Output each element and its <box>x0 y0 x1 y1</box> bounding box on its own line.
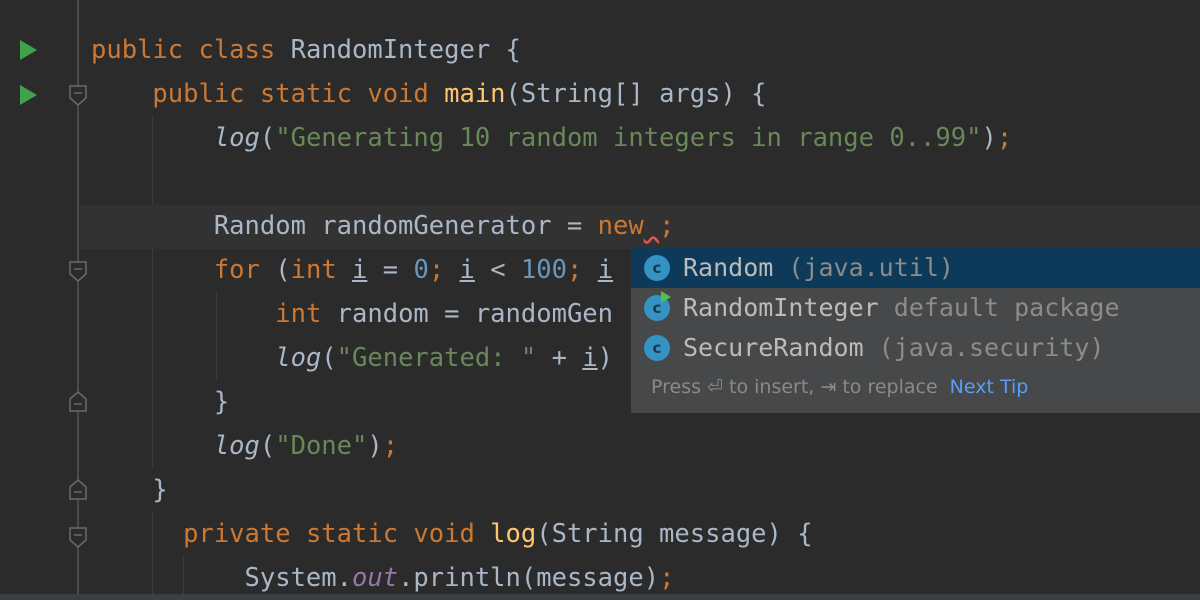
code-token: new <box>597 211 644 241</box>
current-line-highlight <box>80 205 1200 249</box>
code-line[interactable]: int random = randomGen <box>91 292 613 336</box>
code-token: (String message) { <box>536 519 813 549</box>
completion-item-package: default package <box>878 293 1120 322</box>
code-line[interactable]: public class RandomInteger { <box>91 28 521 72</box>
code-token: "Generated: " <box>336 343 537 373</box>
code-token: main <box>444 79 506 109</box>
code-token: ( <box>259 123 276 153</box>
code-token: ( <box>321 343 337 373</box>
completion-item[interactable]: c Random (java.util) <box>631 248 1200 288</box>
code-line[interactable]: System.out.println(message); <box>91 556 675 600</box>
completion-item-package: (java.util) <box>773 253 954 282</box>
code-token: int <box>290 255 353 285</box>
code-token: ( <box>275 255 291 285</box>
code-token: 100 <box>520 255 568 285</box>
code-token <box>91 343 275 373</box>
code-token <box>91 255 214 285</box>
code-token: public class <box>91 35 291 65</box>
code-token: out <box>352 563 399 593</box>
code-token: ) <box>367 431 383 461</box>
code-token: ; <box>659 211 675 241</box>
indent-guide <box>152 117 153 205</box>
hint-text: Press ⏎ to insert, ⇥ to replace <box>651 376 938 398</box>
indent-guide <box>216 293 217 381</box>
code-token: log <box>213 123 260 153</box>
code-token: log <box>490 519 537 549</box>
code-token: < <box>474 255 521 285</box>
code-token: log <box>275 343 322 373</box>
completion-item-package: (java.security) <box>863 333 1105 362</box>
code-token: "Generating 10 random integers in range … <box>275 123 982 153</box>
code-line[interactable]: log("Done"); <box>91 424 398 468</box>
code-token: ) <box>981 123 997 153</box>
code-token: int <box>275 299 337 329</box>
run-badge-icon <box>661 291 671 303</box>
code-token: random = randomGen <box>336 299 613 329</box>
completion-item-name: RandomInteger <box>683 293 879 322</box>
code-token: i <box>352 255 368 285</box>
code-token: ; <box>428 255 460 285</box>
run-class-icon[interactable] <box>20 40 37 60</box>
code-token: ; <box>567 255 598 285</box>
code-token: RandomInteger { <box>290 35 521 65</box>
indent-guide <box>152 513 153 600</box>
code-token: log <box>213 431 260 461</box>
code-token: public static void <box>152 79 445 109</box>
code-token: "Done" <box>275 431 368 461</box>
completion-item-name: Random <box>683 253 774 282</box>
code-token <box>644 211 659 241</box>
code-token <box>91 431 214 461</box>
fold-open-icon[interactable] <box>68 260 88 282</box>
class-icon: c <box>644 335 670 361</box>
completion-hint: Press ⏎ to insert, ⇥ to replace Next Tip <box>651 376 1028 398</box>
code-token <box>91 519 183 549</box>
code-line[interactable]: log("Generated: " + i) <box>91 336 613 380</box>
code-line[interactable]: log("Generating 10 random integers in ra… <box>91 116 1012 160</box>
next-tip-link[interactable]: Next Tip <box>949 376 1029 398</box>
code-token: + <box>536 343 583 373</box>
indent-guide <box>152 249 153 469</box>
code-token: System. <box>91 563 352 593</box>
code-token: private static void <box>183 519 491 549</box>
horizontal-scrollbar[interactable] <box>0 594 1200 600</box>
code-token: i <box>459 255 475 285</box>
code-token: Random randomGenerator = <box>91 211 598 241</box>
fold-open-icon[interactable] <box>68 526 88 548</box>
code-token: } <box>91 475 168 505</box>
indent-guide <box>183 557 184 600</box>
code-token: ; <box>996 123 1013 153</box>
code-token: } <box>91 387 230 417</box>
class-icon: c <box>644 255 670 281</box>
code-line[interactable]: } <box>91 380 229 424</box>
code-token: ; <box>659 563 675 593</box>
code-token: = <box>367 255 414 285</box>
code-token: .println(message) <box>398 563 660 593</box>
code-token: 0 <box>413 255 429 285</box>
code-line[interactable]: } <box>91 468 168 512</box>
code-line[interactable]: for (int i = 0; i < 100; i <box>91 248 613 292</box>
fold-open-icon[interactable] <box>68 84 88 106</box>
code-token: for <box>213 255 276 285</box>
fold-close-icon[interactable] <box>68 479 88 501</box>
code-token: i <box>582 343 598 373</box>
run-main-icon[interactable] <box>20 85 37 105</box>
code-token <box>91 79 152 109</box>
code-token: ; <box>382 431 399 461</box>
code-token: ) <box>597 343 614 373</box>
code-token: i <box>597 255 614 285</box>
code-token: (String[] args) { <box>505 79 767 109</box>
code-line[interactable]: private static void log(String message) … <box>91 512 813 556</box>
fold-close-icon[interactable] <box>68 391 88 413</box>
gutter-fold-line <box>77 0 79 600</box>
code-token: ( <box>259 431 276 461</box>
completion-item[interactable]: c SecureRandom (java.security) <box>631 328 1200 368</box>
completion-item-name: SecureRandom <box>683 333 864 362</box>
code-line[interactable]: public static void main(String[] args) { <box>91 72 767 116</box>
code-line[interactable]: Random randomGenerator = new ; <box>91 204 675 248</box>
code-token <box>91 299 275 329</box>
code-token <box>91 123 214 153</box>
